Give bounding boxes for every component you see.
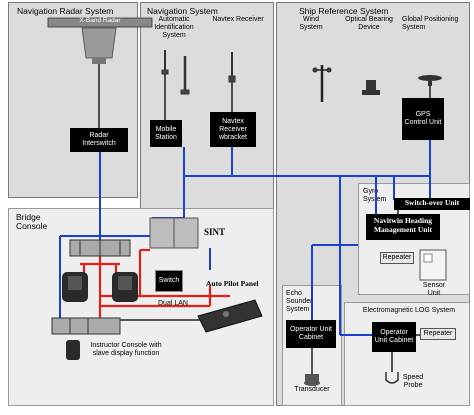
navigation-radar-panel: Navigation Radar System [8, 2, 138, 198]
auto-pilot-label: Auto Pilot Panel [206, 279, 259, 288]
sint-unit-drawing [149, 217, 199, 249]
navtex-receiver-label: Navtex Receiver [212, 16, 264, 23]
repeater-log-box: Repeater [420, 328, 456, 340]
echo-operator-unit-box: Operator Unit Cabinet [286, 320, 336, 348]
auto-pilot-drawing [197, 299, 263, 333]
sensor-unit-label: Sensor Unit [422, 282, 446, 297]
radar-antenna-drawing [47, 17, 153, 64]
switch-over-unit-box: Switch-over Unit [394, 198, 470, 210]
gps-antenna-drawing [418, 75, 442, 86]
electromagnetic-log-title: Electromagnetic LOG System [362, 307, 456, 314]
ais-antenna-drawing [161, 50, 190, 95]
transducer-drawing [304, 374, 320, 386]
instructor-console-label: Instructor Console with slave display fu… [90, 342, 162, 357]
ship-reference-title: Ship Reference System [299, 6, 389, 16]
gps-label: Global Positioning System [402, 16, 459, 31]
wind-sensor-drawing [312, 65, 332, 102]
log-operator-unit-box: Operator Unit Cabinet [372, 322, 416, 352]
bridge-console-drawing [62, 239, 138, 302]
gps-control-unit-box: GPS Control Unit [402, 98, 444, 140]
radar-interswitch-box: Radar Interswitch [70, 128, 128, 152]
bridge-console-title: Bridge Console [16, 212, 48, 231]
optical-bearing-label: Optical Bearing Device [345, 16, 393, 31]
echo-sounder-title: Echo Sounder System [286, 290, 313, 313]
gyro-sensor-drawing [419, 249, 447, 281]
navigation-title: Navigation System [147, 6, 218, 16]
repeater-gyro-box: Repeater [380, 252, 414, 264]
navtex-antenna-drawing [228, 52, 236, 83]
speed-probe-drawing [385, 372, 399, 384]
navigation-radar-title: Navigation Radar System [17, 6, 114, 16]
mobile-station-box: Mobile Station [150, 120, 182, 147]
navtex-receiver-bracket-box: Navtex Receiver wbracket [210, 112, 256, 147]
dual-lan-label: Dual LAN [158, 300, 188, 307]
electromagnetic-log-panel: Electromagnetic LOG System [344, 302, 470, 406]
wind-system-label: Wind System [299, 16, 323, 31]
navitwin-box: Navitwin Heading Management Unit [366, 214, 440, 240]
optical-bearing-drawing [362, 80, 380, 95]
gyro-title: Gyro System [363, 188, 387, 203]
ais-label: Automatic Identification System [154, 16, 194, 39]
xband-radar-label: X-Band Radar [79, 17, 121, 24]
transducer-label: Transducer [294, 386, 330, 393]
instructor-console-drawing [51, 317, 121, 360]
speed-probe-label: Speed Probe [402, 374, 424, 389]
sint-label: SINT [204, 227, 226, 237]
switch-box: Switch [155, 270, 183, 292]
